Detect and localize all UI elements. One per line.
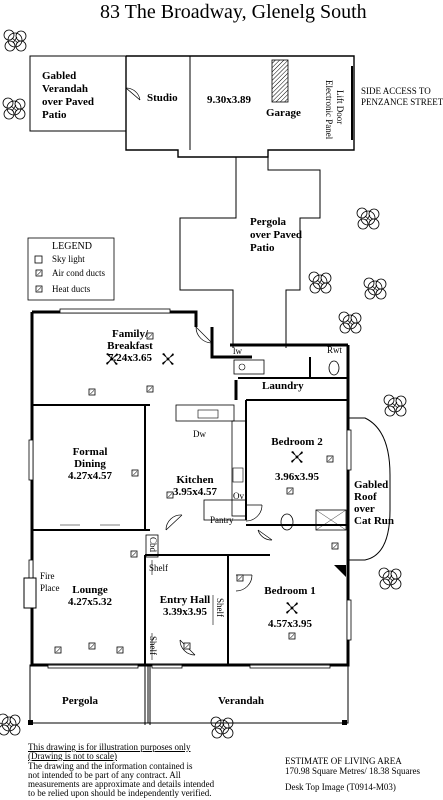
legend-heading: LEGEND xyxy=(52,241,92,252)
lw-label: lw xyxy=(233,346,242,356)
duct-icon xyxy=(288,632,296,640)
entry-hall-dimensions: 3.39x3.95 xyxy=(163,606,207,618)
verandah-label: Verandah xyxy=(218,695,265,707)
legend-sky-light: Sky light xyxy=(52,254,85,264)
studio-label: Studio xyxy=(147,92,178,104)
duct-icon xyxy=(131,469,139,477)
family-label: Family/ xyxy=(111,328,149,340)
duct-icon xyxy=(88,642,96,650)
tree-icon xyxy=(308,271,332,294)
disclaimer-line-6: to be relied upon should be independentl… xyxy=(28,788,212,798)
heat-duct-icon xyxy=(35,285,43,293)
duct-icon xyxy=(116,646,124,654)
family-dimensions: 7.24x3.65 xyxy=(108,352,152,364)
garage-door-label-2: Lift Door xyxy=(335,90,345,125)
kitchen-label: Kitchen xyxy=(176,474,214,486)
duct-icon xyxy=(286,487,294,495)
legend-heat-ducts: Heat ducts xyxy=(52,284,91,294)
gabled-roof-label-3: over xyxy=(354,503,375,515)
bedroom1-label: Bedroom 1 xyxy=(264,585,316,597)
fireplace-label-2: Place xyxy=(40,583,60,593)
duct-icon xyxy=(326,455,334,463)
duct-icon xyxy=(88,388,96,396)
pergola-label: Pergola xyxy=(62,695,99,707)
fireplace-label-1: Fire xyxy=(40,571,55,581)
tree-icon xyxy=(383,394,407,417)
tree-icon xyxy=(0,713,21,736)
duct-icon xyxy=(183,642,191,650)
formal-label: Formal xyxy=(72,446,108,458)
gabled-verandah-label-2: Verandah xyxy=(42,83,89,95)
duct-icon xyxy=(130,550,138,558)
shelf-label-1: Shelf xyxy=(149,563,168,573)
tree-icon xyxy=(363,277,387,300)
sky-light-icon xyxy=(34,255,43,264)
disclaimer-line-2: (Drawing is not to scale) xyxy=(28,751,117,761)
page-title: 83 The Broadway, Glenelg South xyxy=(100,1,367,23)
duct-icon xyxy=(54,646,62,654)
kitchen-dimensions: 3.95x4.57 xyxy=(173,486,217,498)
disclaimer-line-3: The drawing and the information containe… xyxy=(28,761,193,771)
ceiling-fan-icon xyxy=(291,451,303,463)
tree-icon xyxy=(356,207,380,230)
side-access-label-2: PENZANCE STREET xyxy=(361,97,443,107)
dining-dimensions: 4.27x4.57 xyxy=(68,470,112,482)
dining-label: Dining xyxy=(74,458,106,470)
estimate-value: 170.98 Square Metres/ 18.38 Squares xyxy=(285,766,420,776)
tree-icon xyxy=(338,311,362,334)
garage-door-label-1: Electronic Panel xyxy=(324,80,334,140)
side-access-label-1: SIDE ACCESS TO xyxy=(361,86,431,96)
image-reference: Desk Top Image (T0914-M03) xyxy=(285,782,396,792)
estimate-heading: ESTIMATE OF LIVING AREA xyxy=(285,756,402,766)
tree-icon xyxy=(3,29,27,52)
air-cond-duct-icon xyxy=(35,269,43,277)
tree-icon xyxy=(2,97,26,120)
gabled-verandah-label-3: over Paved xyxy=(42,96,95,108)
bedroom1-dimensions: 4.57x3.95 xyxy=(268,618,312,630)
pergola-patio-label-2: over Paved xyxy=(250,229,303,241)
duct-icon xyxy=(146,385,154,393)
disclaimer-line-1: This drawing is for illustration purpose… xyxy=(28,742,191,752)
duct-icon xyxy=(331,542,339,550)
pantry-label: Pantry xyxy=(210,515,234,525)
lounge-label: Lounge xyxy=(72,584,108,596)
cbd-label: Cbd xyxy=(148,537,158,553)
garage-dimensions: 9.30x3.89 xyxy=(207,94,251,106)
ceiling-fan-icon xyxy=(286,602,298,614)
gabled-verandah-label-4: Patio xyxy=(42,109,67,121)
bedroom2-label: Bedroom 2 xyxy=(271,436,323,448)
lounge-dimensions: 4.27x5.32 xyxy=(68,596,112,608)
garage-label: Garage xyxy=(266,107,301,119)
tree-icon xyxy=(378,567,402,590)
breakfast-label: Breakfast xyxy=(107,340,153,352)
gabled-verandah-label-1: Gabled xyxy=(42,70,77,82)
bedroom2-dimensions: 3.96x3.95 xyxy=(275,471,319,483)
dishwasher-label: Dw xyxy=(193,429,206,439)
gabled-roof-label-4: Cat Run xyxy=(354,515,395,527)
disclaimer-line-5: measurements are approximate and details… xyxy=(28,779,215,789)
duct-icon xyxy=(236,574,244,582)
oven-label: Ov xyxy=(233,491,244,501)
entry-hall-label: Entry Hall xyxy=(159,594,211,606)
gabled-roof-label-2: Roof xyxy=(354,491,377,503)
tree-icon xyxy=(210,716,234,739)
pergola-patio-label-1: Pergola xyxy=(250,216,287,228)
shelf-label-3: Shelf xyxy=(148,636,158,655)
laundry-label: Laundry xyxy=(262,380,304,392)
legend-air-cond: Air cond ducts xyxy=(52,268,105,278)
disclaimer-line-4: not intended to be part of any contract.… xyxy=(28,770,181,780)
gabled-roof-label-1: Gabled xyxy=(354,479,389,491)
pergola-patio-label-3: Patio xyxy=(250,242,275,254)
rwt-label: Rwt xyxy=(327,345,343,355)
